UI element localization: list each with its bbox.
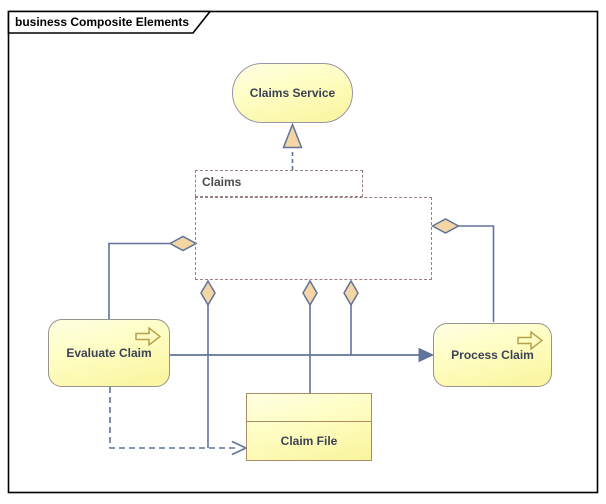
node-claims-service[interactable]: Claims Service [232,63,353,123]
aggregation-diamond-icon [343,279,359,307]
connector-claims-to-claims-service[interactable] [282,122,303,171]
connector-evaluate-to-process[interactable] [170,347,435,363]
node-label: Claim File [280,433,338,448]
group-label: Claims [202,175,242,189]
node-label: Process Claim [451,348,534,362]
node-claims-group-body[interactable] [195,197,432,280]
node-claims-group-tab[interactable]: Claims [195,170,363,197]
connector-evaluate-to-claim-file[interactable] [109,387,248,456]
open-arrowhead-icon [231,440,248,456]
connector-claims-to-claim-file[interactable] [302,279,318,393]
object-top-band [247,394,371,422]
aggregation-diamond-icon [430,218,461,234]
node-process-claim[interactable]: Process Claim [433,323,552,387]
connector-process-claim-to-claims[interactable] [430,218,495,322]
node-label: Evaluate Claim [66,346,152,360]
connector-evaluate-claim-to-claims[interactable] [108,235,198,320]
business-process-arrow-icon [517,331,543,350]
aggregation-diamond-icon [200,279,216,307]
business-process-arrow-icon [135,327,161,346]
solid-arrowhead-icon [418,347,435,363]
frame-title: business Composite Elements [15,15,190,29]
node-claim-file[interactable]: Claim File [246,393,372,461]
aggregation-diamond-icon [168,235,198,252]
triangle-arrowhead-icon [282,122,303,149]
connector-claims-bottom-aggregation-3[interactable] [343,279,359,355]
node-label: Claims Service [249,86,336,100]
aggregation-diamond-icon [302,279,318,307]
node-evaluate-claim[interactable]: Evaluate Claim [48,319,170,387]
connector-claims-bottom-aggregation-1[interactable] [200,279,216,448]
